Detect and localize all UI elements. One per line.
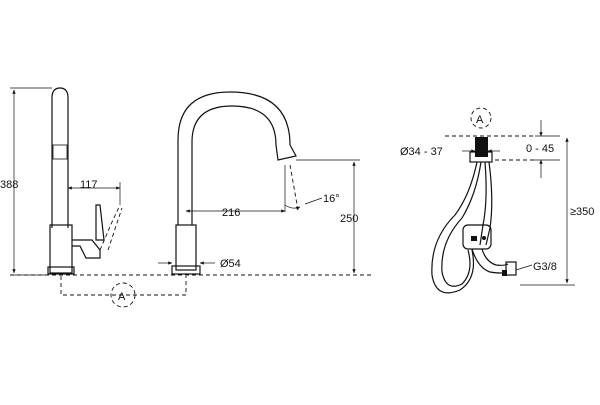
front-view: 16° 216 250 Ø54 A	[10, 91, 372, 308]
lever-reach-label: 117	[80, 179, 98, 191]
reach-label: 216	[222, 207, 240, 219]
spray-line	[289, 164, 299, 211]
hose-feed-1	[479, 161, 487, 246]
min-height-label: ≥350	[570, 206, 594, 218]
side-lever	[95, 204, 105, 241]
angle-label: 16°	[323, 193, 340, 205]
side-lever-mount	[72, 239, 101, 259]
install-view: A 0 - 45 Ø34 - 37 G3/8	[400, 107, 594, 294]
spout-height-label: 250	[340, 213, 358, 225]
side-body	[49, 224, 73, 274]
hose-weight	[462, 224, 492, 250]
base-diameter-label: Ø54	[220, 258, 241, 270]
side-spout	[51, 87, 69, 228]
front-base	[171, 265, 201, 275]
hole-diameter-label: Ø34 - 37	[400, 146, 443, 158]
side-view: 388 117	[0, 87, 123, 276]
counter-thickness-label: 0 - 45	[526, 143, 554, 155]
mounting-shank	[475, 137, 488, 157]
side-spout-tip	[52, 144, 68, 160]
height-label: 388	[0, 179, 18, 191]
marker-a-circle	[110, 282, 136, 308]
hose-outer	[431, 161, 478, 294]
front-body	[175, 224, 197, 271]
hose-lower-2	[481, 248, 509, 266]
install-marker-a-label: A	[476, 114, 484, 126]
side-base	[47, 266, 75, 275]
side-lever-alt	[99, 204, 121, 251]
connection-bracket	[60, 276, 187, 296]
hose-inner	[441, 161, 482, 287]
front-spout-inner	[191, 105, 277, 225]
install-marker-a-circle	[470, 107, 492, 129]
thread-label: G3/8	[533, 261, 557, 273]
front-spout-outer	[177, 91, 291, 225]
front-spout-tip	[275, 144, 297, 161]
marker-a-label: A	[118, 291, 126, 303]
connector-fitting	[505, 261, 517, 276]
